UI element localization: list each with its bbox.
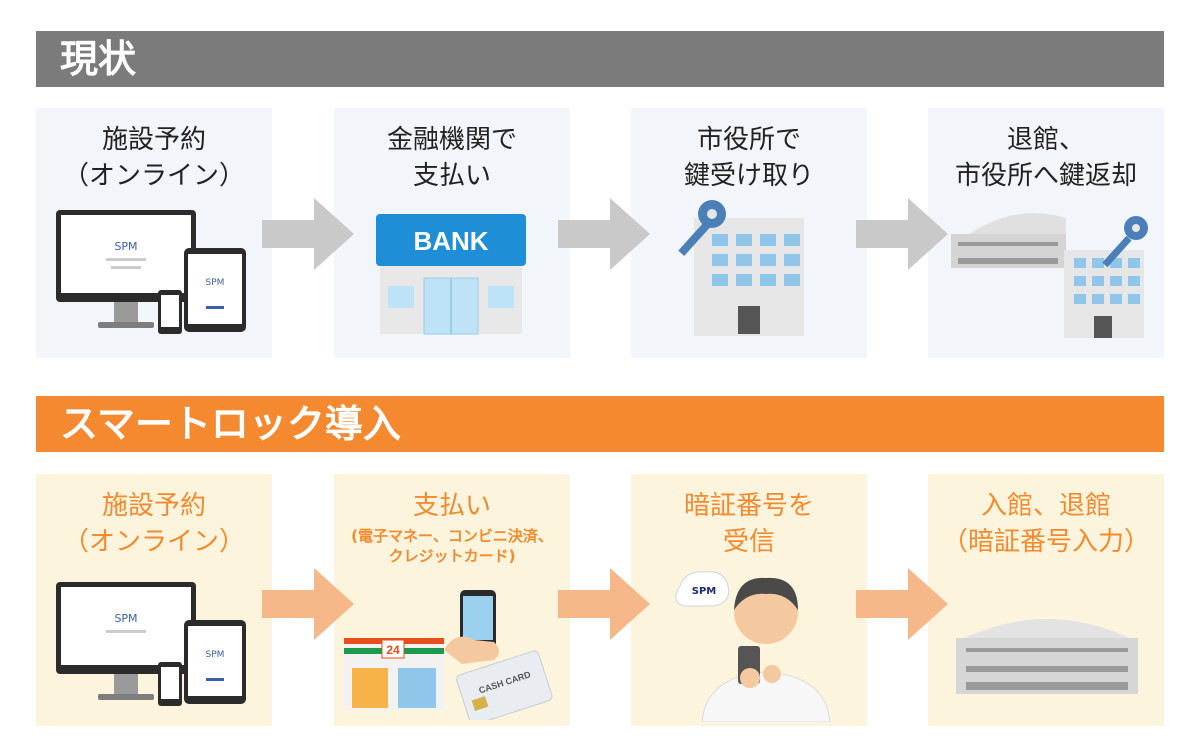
- current-state-banner: 現状: [36, 31, 1164, 87]
- stadium-key-return-icon: [951, 213, 1148, 338]
- flow-arrow-icon: [856, 568, 948, 640]
- flow-arrow-icon: [262, 568, 354, 640]
- devices-icon: SPM SPM: [56, 210, 246, 334]
- flow-arrow-icon: [262, 198, 354, 270]
- step-title: 施設予約 （オンライン）: [62, 491, 245, 557]
- bank-sign-text: BANK: [413, 226, 488, 256]
- step-card-bank-payment: 金融機関で 支払い: [334, 108, 570, 358]
- step-title: 支払い: [412, 491, 491, 521]
- step-title: 施設予約 （オンライン）: [62, 125, 245, 191]
- stadium-icon: [956, 619, 1138, 694]
- city-hall-key-icon: [678, 200, 804, 336]
- flow-arrow-icon: [558, 198, 650, 270]
- step-title: 暗証番号を 受信: [683, 491, 814, 557]
- flow-arrow-icon: [558, 568, 650, 640]
- step-title: 入館、退館 （暗証番号入力）: [941, 491, 1150, 557]
- brand-logo-text: SPM: [206, 278, 225, 288]
- step-title: 金融機関で 支払い: [386, 125, 517, 191]
- brand-logo-text: SPM: [206, 650, 225, 660]
- person-phone-icon: SPM: [675, 571, 831, 722]
- convenience-store-card-icon: 24 CASH CARD: [344, 590, 553, 720]
- brand-logo-text: SPM: [114, 240, 137, 253]
- step-title: 退館、 市役所へ鍵返却: [954, 125, 1137, 191]
- devices-icon: SPM SPM: [56, 582, 246, 706]
- step-title: 市役所で 鍵受け取り: [683, 125, 814, 191]
- brand-logo-text: SPM: [114, 612, 137, 625]
- payment-methods-note: (電子マネー、コンビニ決済、 クレジットカード): [351, 527, 553, 565]
- flow-arrow-icon: [856, 198, 948, 270]
- bank-building-icon: BANK: [376, 214, 526, 335]
- smart-lock-banner: スマートロック導入: [36, 396, 1164, 452]
- store-sign-text: 24: [386, 643, 400, 657]
- brand-logo-text: SPM: [692, 586, 717, 597]
